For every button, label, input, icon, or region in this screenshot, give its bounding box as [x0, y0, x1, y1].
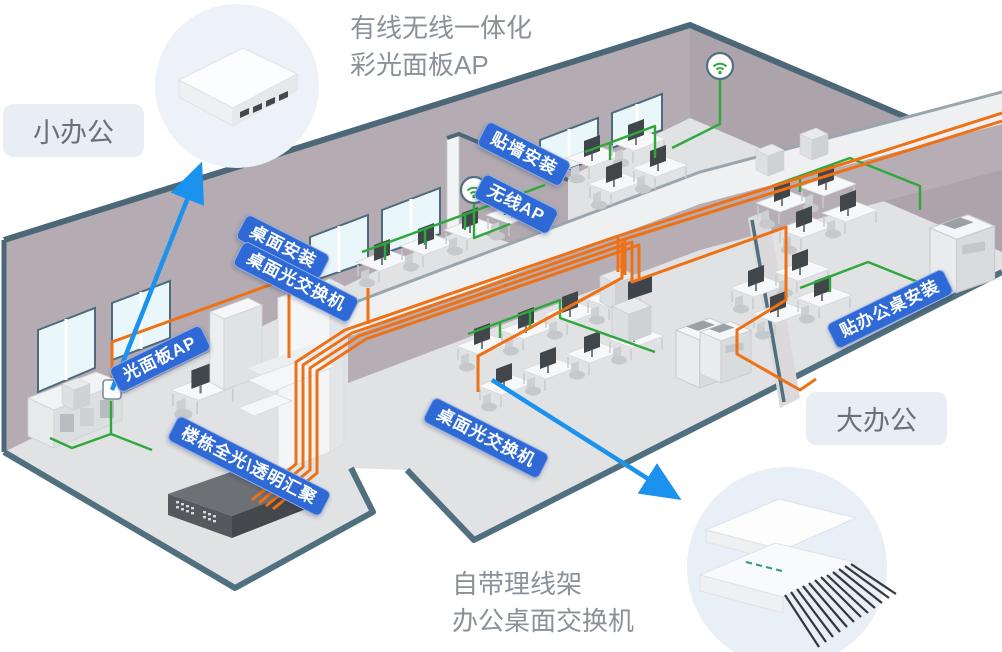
green-cables-upper: [361, 80, 922, 260]
orange-cable-branches: [110, 225, 817, 392]
desktop-switch-caption-line1: 自带理线架: [452, 569, 583, 599]
callout-arrow-to-panel-ap: [109, 161, 205, 391]
desktop-switch-caption: 自带理线架办公桌面交换机: [452, 566, 634, 640]
wifi-ap-icon: [705, 51, 735, 81]
orange-feed-small-office: [110, 276, 291, 378]
panel-ap-caption-line1: 有线无线一体化: [350, 13, 533, 43]
panel-ap-caption-line2: 彩光面板AP: [350, 50, 489, 80]
small-office-badge: 小办公: [3, 104, 144, 157]
copier: [699, 320, 752, 384]
large-office-badge: 大办公: [806, 392, 947, 445]
floor-edge-right: [404, 269, 1002, 543]
orange-branch-middle-room: [476, 242, 624, 392]
product-circle-panel-ap: [155, 4, 319, 168]
green-cables-large-office: [799, 260, 929, 292]
green-cables-middle: [467, 298, 656, 354]
floor-edge-left: [2, 449, 376, 591]
green-cables-small-office: [49, 401, 153, 452]
desktop-switch-caption-line2: 办公桌面交换机: [452, 606, 635, 636]
orange-branch-large-office: [630, 225, 817, 392]
switch-cables: [784, 563, 897, 648]
callout-arrow-to-desktop-switch: [490, 378, 682, 501]
wall-top-rim: [3, 22, 1002, 243]
panel-ap-caption: 有线无线一体化彩光面板AP: [350, 10, 532, 84]
product-circle-desktop-switch: [687, 467, 897, 652]
